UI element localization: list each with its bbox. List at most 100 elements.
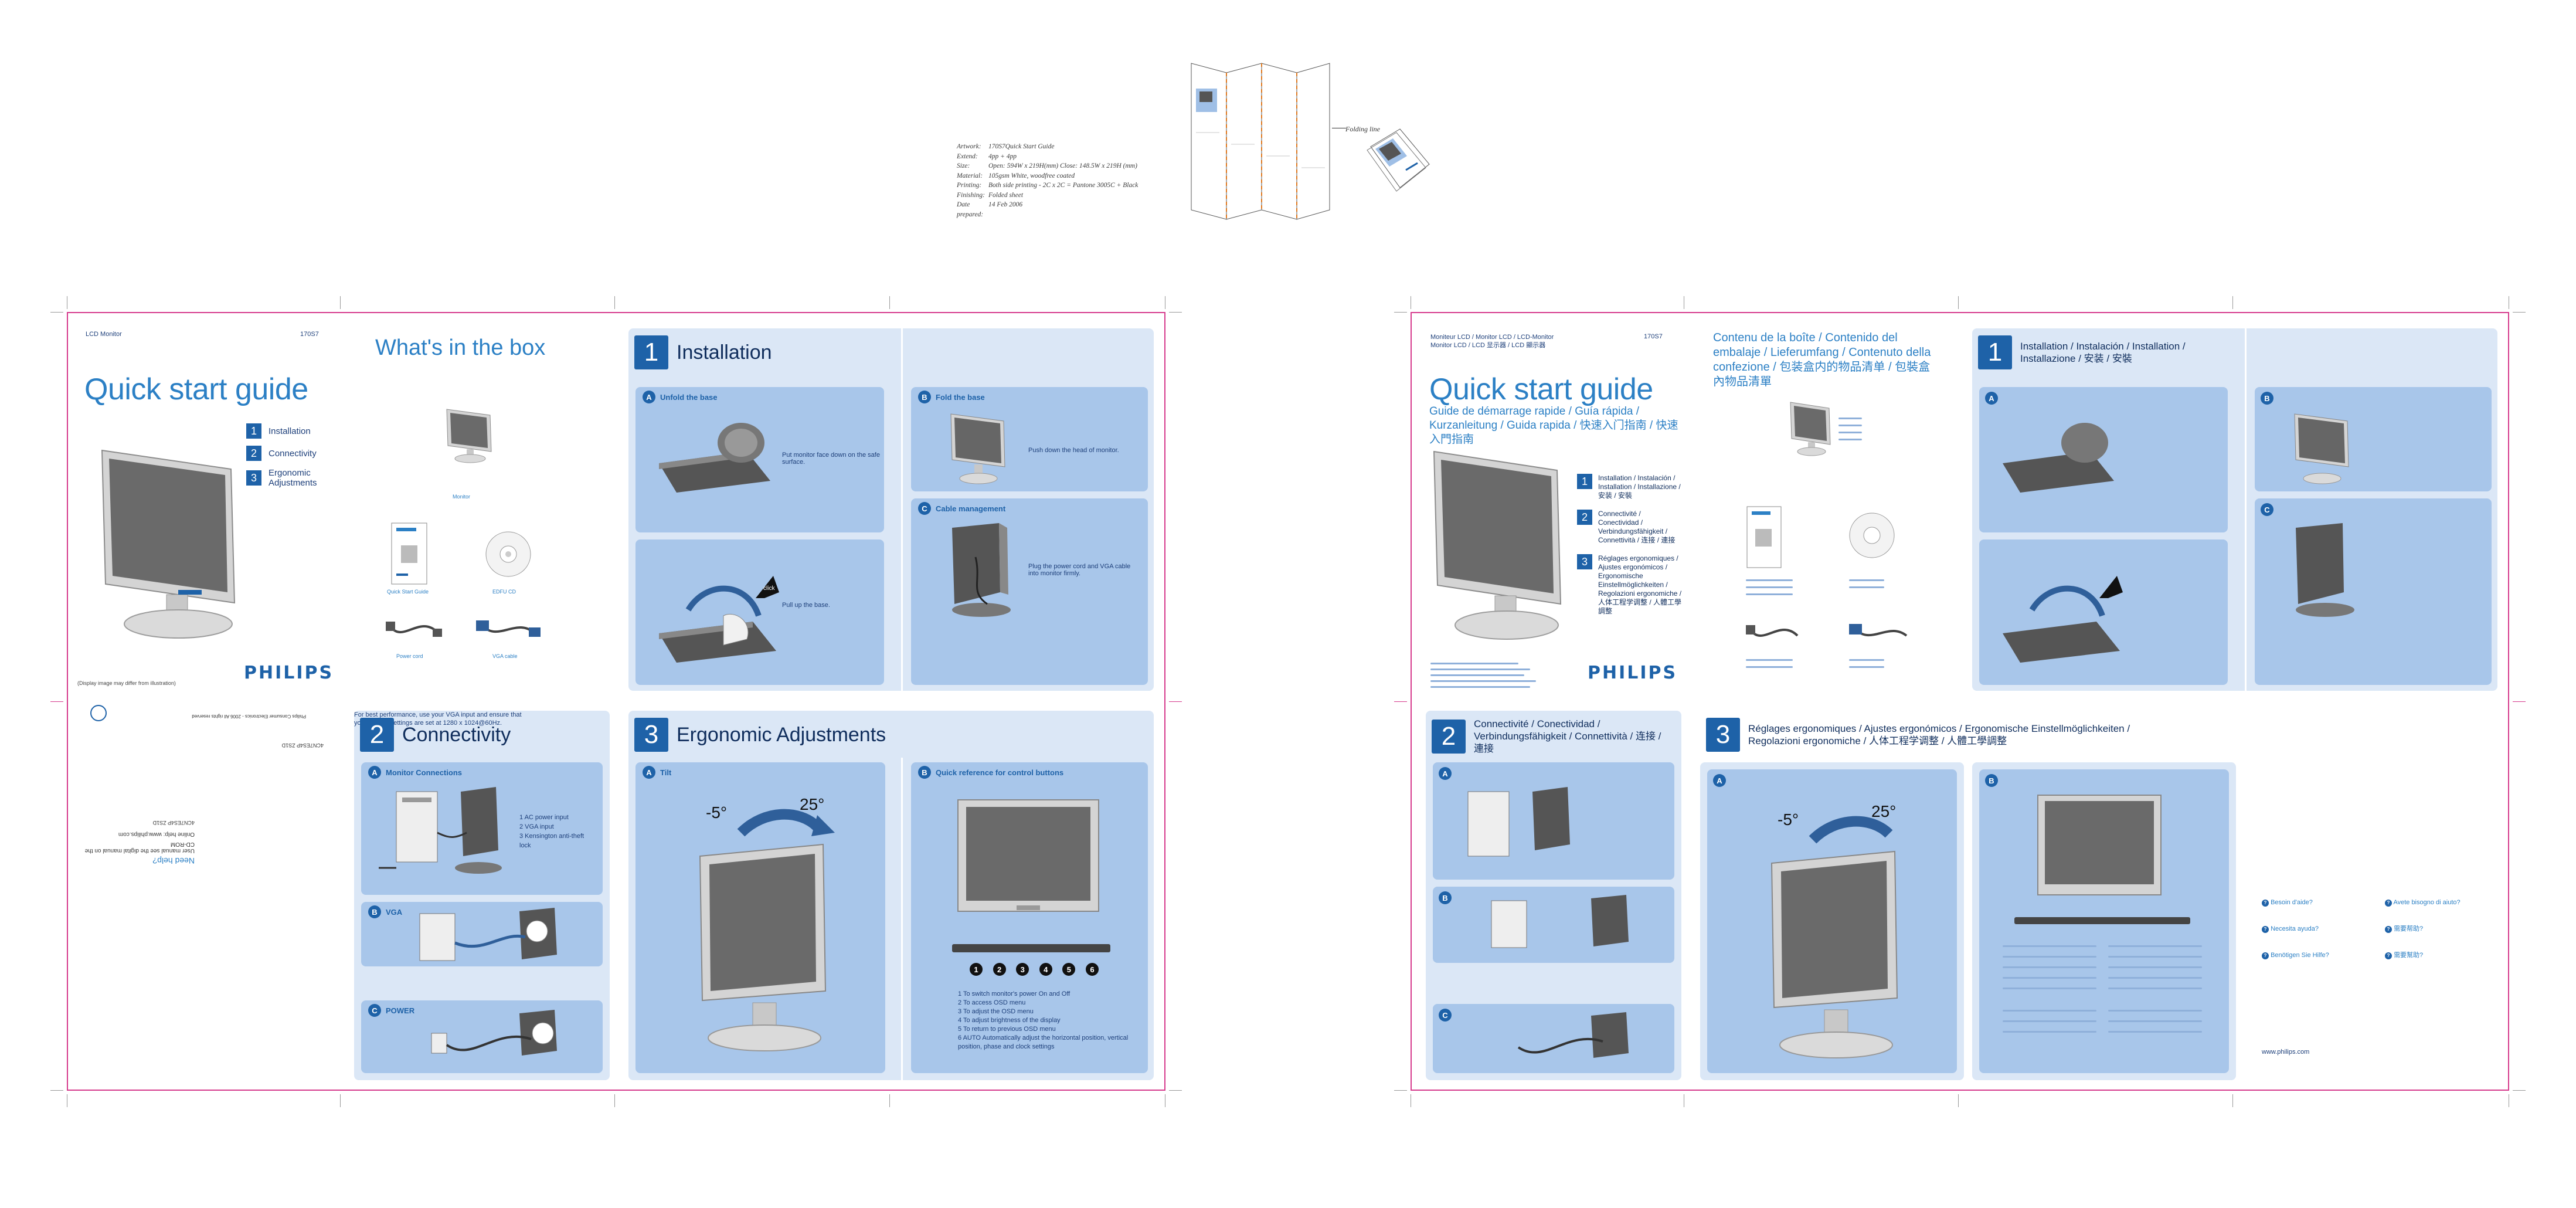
sku-code: 4CN7ES4P ZS1D [152,820,195,826]
monitor-front-illustration [2037,795,2162,895]
letter-a-badge: A [643,766,655,779]
spec-key: Extend: [957,152,978,160]
step-label: Connectivity [269,448,317,459]
box-contents-title: Contenu de la boîte / Contenido del emba… [1713,331,1931,388]
letter-b-badge: B [918,391,931,403]
tilt-negative: -5° [706,803,728,822]
connections-illustration [1467,787,1570,857]
crop-mark [1394,1090,1407,1091]
disclaimer-lines [1430,686,1530,688]
control-item: 2 To access OSD menu [958,999,1026,1006]
control-item: 3 To adjust the OSD menu [958,1008,1034,1015]
quick-start-guide-icon [391,522,427,585]
disclaimer-lines [1430,680,1536,682]
section-title: Installation [677,341,772,364]
spec-key: Printing: [957,182,982,189]
online-help: Online help: www.philips.com [118,831,195,837]
help-item: ? Besoin d'aide? [2262,898,2373,907]
card-label: B Fold the base [918,391,985,403]
card-label-text: Fold the base [936,392,985,402]
card-power: C [1433,1004,1674,1073]
letter-b-badge: B [2261,392,2273,405]
button-strip [952,944,1110,952]
philips-logo: PHILIPS [1588,663,1678,683]
section-number: 3 [634,718,668,752]
section-title: Réglages ergonomiques / Ajustes ergonómi… [1748,723,2130,746]
crop-mark [340,296,341,309]
letter-c-badge: C [2261,503,2273,516]
spec-key: Artwork: [957,143,981,150]
box-item-vga-cable: VGA cable [492,653,518,659]
label-lines [1746,593,1793,595]
connection-item: 2 VGA input [519,823,554,830]
unfold-base-illustration [659,423,770,493]
help-bullet: ? [2385,899,2392,907]
card-tilt-outer: A -5° 25° [1700,762,1964,1080]
vga-illustration [419,908,557,961]
fold-base-illustration [950,413,1005,484]
spec-key: Finishing: [957,191,985,199]
card-label-text: Monitor Connections [386,768,462,777]
rotated-back-panel: 4CN7ES4P ZS1D Need help? User manual see… [77,701,329,895]
card-label-text: VGA [386,907,403,917]
card-controls-outer: B [1972,762,2236,1080]
svg-text:click: click [763,585,775,592]
disclaimer-lines [1430,674,1524,676]
connectivity-header: 2 Connectivity [360,718,511,752]
card-text: Pull up the base. [782,602,830,609]
help-bullet: ? [2262,899,2269,907]
letter-c-badge: C [918,502,931,515]
folding-line-label: Folding line [1345,125,1380,133]
spec-key: Date prepared: [957,201,984,218]
monitor-icon [446,409,492,463]
letter-a-badge: A [1439,767,1452,780]
disclaimer-lines [1430,669,1530,670]
vga-illustration [1491,895,1629,948]
button-number: 6 [1085,963,1099,976]
step-number: 3 [1577,554,1592,569]
card-label-text: Unfold the base [660,392,718,402]
monitor-icon [1790,402,1831,456]
spec-value: Both side printing - 2C x 2C = Pantone 3… [988,182,1139,189]
card-pull-base [1979,539,2228,685]
vga-cable-icon [1849,624,1908,637]
label-lines [1849,666,1884,668]
crop-mark [340,1094,341,1107]
control-lines [2003,1010,2096,1012]
button-strip [2014,917,2190,924]
cable-management-illustration [2296,523,2354,617]
crop-mark [1169,312,1182,313]
letter-b-badge: B [1439,891,1452,904]
card-fold-base: B Fold the base Push down the head of mon… [911,387,1148,491]
crop-mark [889,1094,890,1107]
model-number: 170S7 [1644,333,1663,340]
manual-line: User manual see the digital manual on th… [84,841,195,854]
philips-logo: PHILIPS [244,663,334,683]
control-lines [2108,977,2202,979]
button-number: 1 [970,963,983,976]
connections-illustration [379,787,502,874]
help-item: ? 需要帮助? [2385,925,2496,934]
right-sheet [1411,312,2509,1091]
quick-start-guide-icon [1746,506,1782,568]
spec-key: Size: [957,162,970,169]
card-text: Put monitor face down on the safe surfac… [782,452,880,466]
help-title: Avete bisogno di aiuto? [2393,899,2461,906]
monitor-illustration [1433,450,1562,640]
card-text: Push down the head of monitor. [1028,447,1119,454]
section-number: 2 [1432,719,1466,754]
control-item: 5 To return to previous OSD menu [958,1026,1056,1033]
control-lines [2108,1010,2202,1012]
installation-header: 1 Installation [634,335,772,369]
tilt-positive: 25° [800,795,825,813]
card-fold-base: B [2255,387,2492,491]
help-bullet: ? [2385,925,2392,933]
control-lines [2108,1031,2202,1033]
